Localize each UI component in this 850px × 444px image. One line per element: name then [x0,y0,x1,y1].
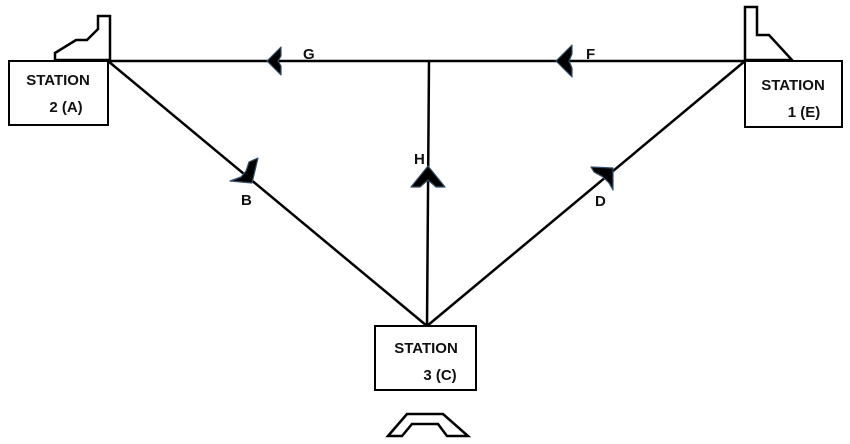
arrow-b-icon [229,157,259,184]
arrow-d-icon [590,166,614,191]
station-c: STATION 3 (C) [374,325,477,391]
station-e-title: STATION [761,77,825,94]
member-label-b: B [241,192,252,209]
arrow-h-icon [410,165,446,188]
member-b-line [107,60,428,327]
station-e: STATION 1 (E) [744,60,843,128]
station-e-id: 1 (E) [788,104,821,121]
member-label-g: G [303,46,315,63]
member-label-d: D [595,193,606,210]
arrow-g-icon [266,46,282,76]
member-h-line [425,60,431,327]
station-c-title: STATION [394,340,458,357]
support-station-a [53,14,112,62]
arrow-f-icon [555,44,573,78]
station-a-id: 2 (A) [49,99,82,116]
support-station-c [385,412,472,438]
member-d-line [426,60,746,327]
station-a-title: STATION [26,72,90,89]
station-a: STATION 2 (A) [8,60,109,126]
member-label-f: F [586,46,595,63]
support-station-e [743,5,795,62]
station-c-id: 3 (C) [423,367,456,384]
member-label-h: H [414,151,425,168]
